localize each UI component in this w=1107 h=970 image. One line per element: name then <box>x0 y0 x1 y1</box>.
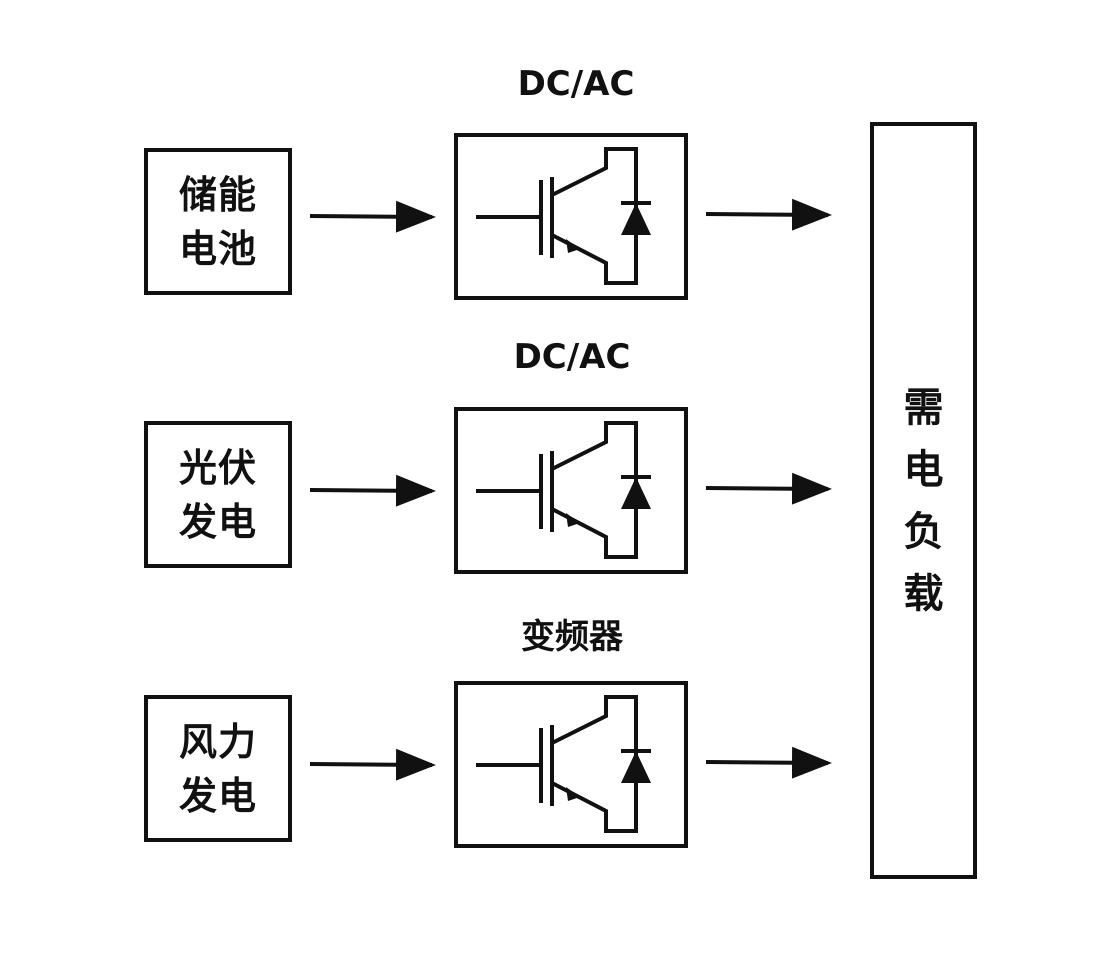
converter-label-2: DC/AC <box>513 337 631 377</box>
load-box: 需 电 负 载 <box>870 122 977 879</box>
source-label-line1: 光伏 <box>178 445 257 490</box>
arrow-source-to-converter-1 <box>309 200 436 233</box>
arrow-source-to-converter-2 <box>309 474 436 507</box>
source-label-line2: 发电 <box>178 773 257 818</box>
arrow-converter-to-load-1 <box>705 198 832 231</box>
load-label-char: 负 <box>903 508 944 555</box>
converter-label-3: 变频器 <box>521 617 623 657</box>
source-box-1: 储能 电池 <box>144 148 292 295</box>
source-label-line1: 储能 <box>178 172 257 217</box>
arrow-converter-to-load-3 <box>705 746 832 779</box>
arrow-converter-to-load-2 <box>705 472 832 505</box>
igbt-symbol <box>476 421 651 559</box>
converter-box-2 <box>454 407 688 574</box>
source-label-line1: 风力 <box>178 719 257 764</box>
load-label-char: 电 <box>903 446 944 493</box>
source-box-3: 风力 发电 <box>144 695 292 842</box>
load-label-char: 载 <box>903 570 944 617</box>
source-label-line2: 电池 <box>178 226 257 271</box>
converter-label-1: DC/AC <box>517 64 635 104</box>
arrow-source-to-converter-3 <box>309 748 436 781</box>
converter-box-3 <box>454 681 688 848</box>
igbt-symbol <box>476 147 651 285</box>
load-label-char: 需 <box>903 384 944 431</box>
source-box-2: 光伏 发电 <box>144 421 292 568</box>
source-label-line2: 发电 <box>178 499 257 544</box>
converter-box-1 <box>454 133 688 300</box>
igbt-symbol <box>476 695 651 833</box>
